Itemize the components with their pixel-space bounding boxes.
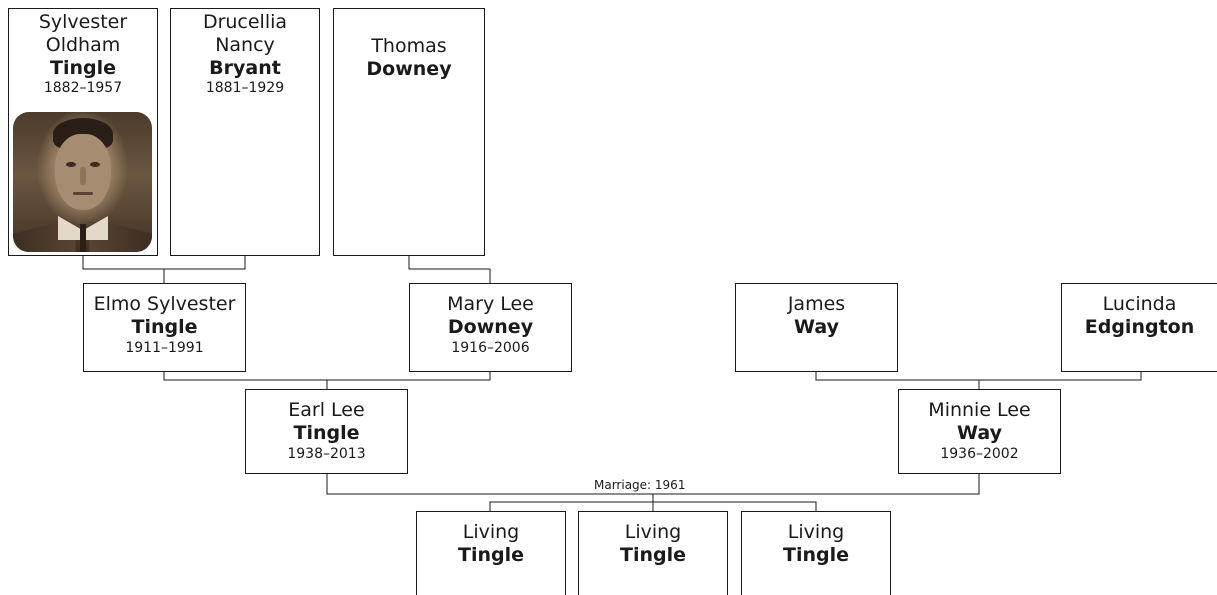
person-elmo-tingle[interactable]: Elmo Sylvester Tingle 1911–1991 — [83, 283, 246, 372]
given-name: Living — [787, 521, 845, 543]
person-lucinda-edgington[interactable]: Lucinda Edgington — [1061, 283, 1217, 372]
given-name: James — [787, 293, 846, 315]
given-name: Minnie Lee — [928, 399, 1031, 421]
portrait-photo — [13, 112, 152, 252]
life-dates: 1936–2002 — [940, 445, 1019, 462]
given-name: Sylvester — [38, 11, 128, 33]
person-living-tingle-2[interactable]: Living Tingle — [578, 511, 728, 595]
life-dates: 1916–2006 — [451, 339, 530, 356]
surname: Tingle — [783, 543, 849, 566]
surname: Bryant — [209, 56, 281, 79]
person-james-way[interactable]: James Way — [735, 283, 898, 372]
person-drucellia-bryant[interactable]: Drucellia Nancy Bryant 1881–1929 — [170, 8, 320, 256]
life-dates: 1882–1957 — [43, 80, 123, 97]
given-name: Thomas — [371, 35, 447, 57]
surname: Tingle — [50, 56, 116, 79]
given-name: Nancy — [215, 33, 275, 56]
given-name: Mary Lee — [447, 293, 534, 315]
life-dates: 1938–2013 — [287, 445, 366, 462]
surname: Downey — [366, 57, 452, 80]
connector-sylvester-drucellia — [82, 256, 246, 270]
surname: Edgington — [1084, 315, 1195, 338]
surname: Tingle — [293, 421, 360, 444]
person-earl-lee-tingle[interactable]: Earl Lee Tingle 1938–2013 — [245, 389, 408, 474]
given-name: Drucellia — [202, 11, 288, 33]
surname: Way — [794, 315, 839, 338]
connector-james-lucinda — [815, 372, 1142, 381]
surname: Tingle — [131, 315, 198, 338]
given-name: Living — [462, 521, 520, 543]
connector-thomas — [408, 256, 491, 283]
person-living-tingle-1[interactable]: Living Tingle — [416, 511, 566, 595]
life-dates: 1881–1929 — [205, 80, 285, 97]
connector-elmo-mary — [163, 372, 491, 381]
surname: Way — [957, 421, 1002, 444]
given-name: Earl Lee — [288, 399, 365, 421]
given-name: Oldham — [45, 33, 121, 56]
given-name: Elmo Sylvester — [93, 293, 236, 315]
marriage-label: Marriage: 1961 — [592, 478, 688, 492]
given-name: Lucinda — [1102, 293, 1177, 315]
surname: Tingle — [620, 543, 686, 566]
life-dates: 1911–1991 — [125, 339, 204, 356]
person-minnie-lee-way[interactable]: Minnie Lee Way 1936–2002 — [898, 389, 1061, 474]
person-living-tingle-3[interactable]: Living Tingle — [741, 511, 891, 595]
given-name: Living — [624, 521, 682, 543]
person-sylvester-tingle[interactable]: Sylvester Oldham Tingle 1882–1957 — [8, 8, 158, 256]
surname: Tingle — [458, 543, 524, 566]
person-mary-lee-downey[interactable]: Mary Lee Downey 1916–2006 — [409, 283, 572, 372]
person-thomas-downey[interactable]: Thomas Downey — [333, 8, 485, 256]
surname: Downey — [447, 315, 534, 338]
